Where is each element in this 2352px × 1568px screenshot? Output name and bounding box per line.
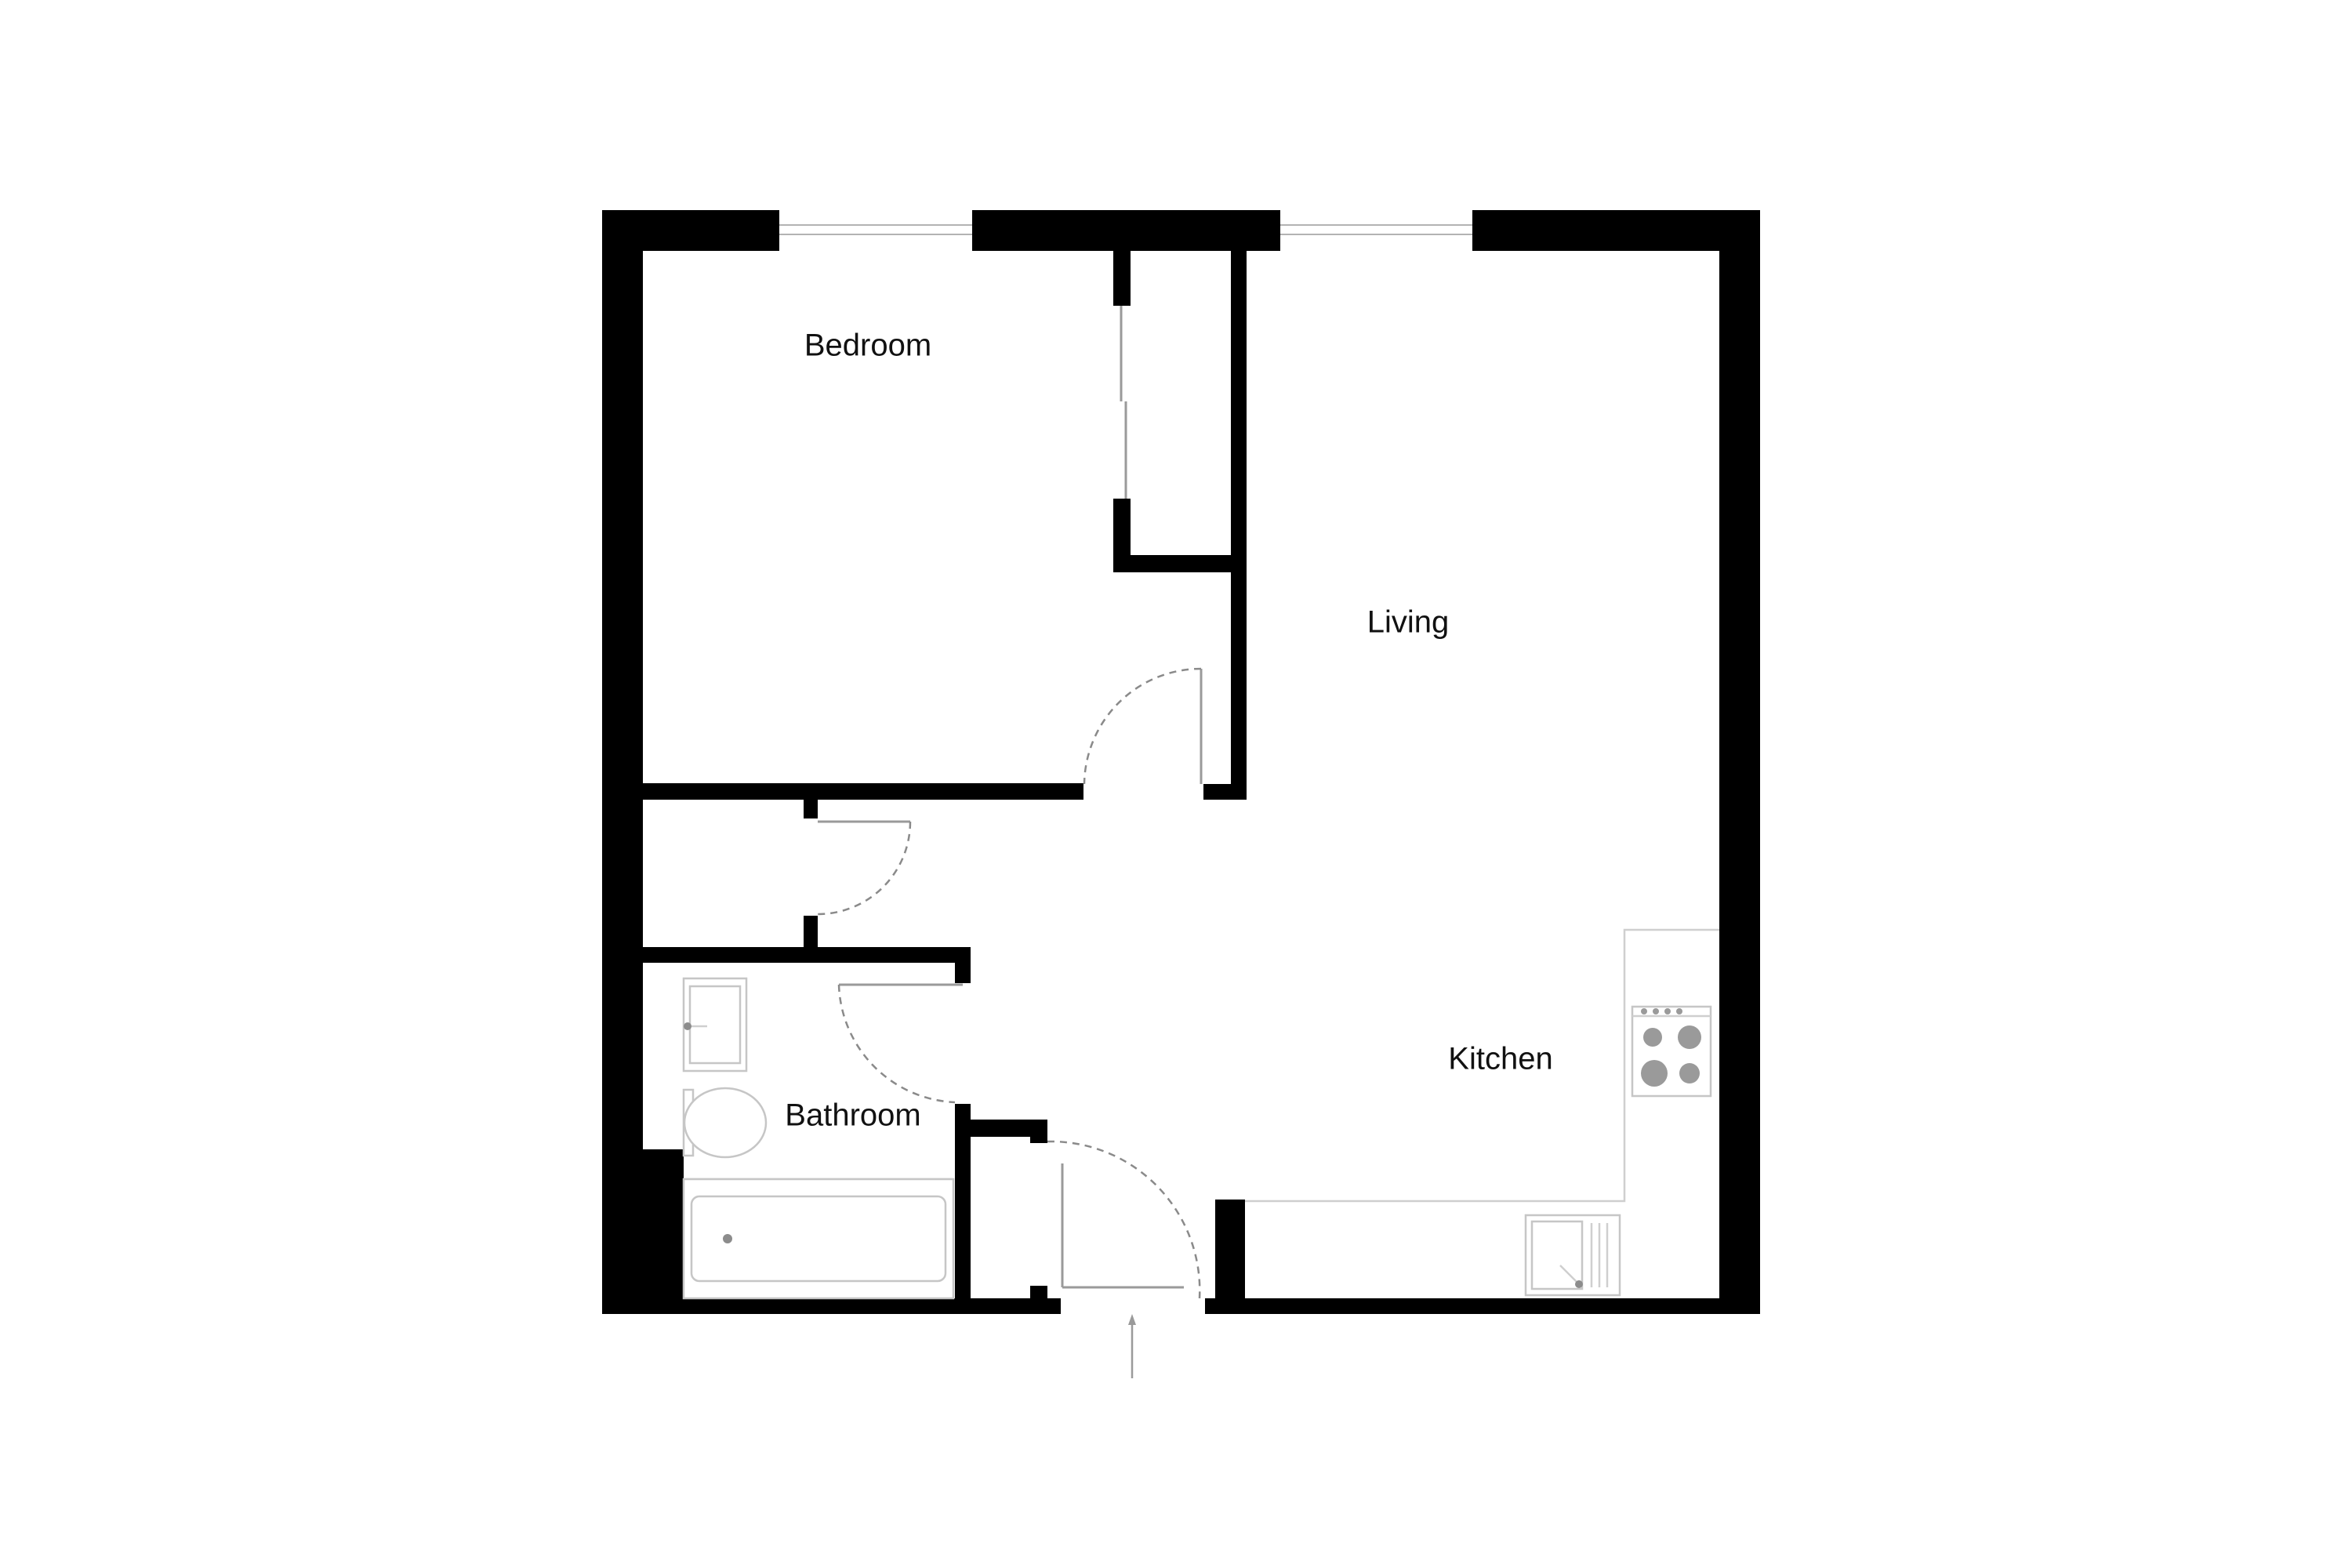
entry-door [1047,1140,1201,1299]
wardrobe-stub-bottom [1113,499,1131,572]
kitchen-counter [1245,928,1719,1203]
cooktop [1631,1005,1712,1098]
entry-hinge-block [1030,1286,1047,1298]
bottom-wall-right [1205,1298,1760,1314]
wardrobe-base [1113,555,1247,572]
top-wall-right [1472,210,1760,251]
living-window [1280,224,1472,235]
bottom-wall-left [602,1298,1061,1314]
interior-walls [643,251,1247,1298]
closet-corner-post [955,947,971,983]
toilet [682,1087,768,1159]
room-label-living: Living [1367,605,1450,640]
bedroom-window [779,224,972,235]
bathtub [682,1178,955,1300]
room-label-kitchen: Kitchen [1448,1042,1552,1076]
partition-door-jamb [1203,784,1247,800]
bedroom-door [1083,667,1203,785]
wardrobe-sliding-door [1120,306,1127,499]
kitchen-stub-wall [1215,1200,1245,1298]
windows [779,224,1472,235]
room-label-bathroom: Bathroom [785,1098,920,1133]
bathroom-entry-wall [955,1104,971,1298]
wardrobe-stub-top [1113,251,1131,306]
entrance-arrow [1128,1314,1136,1378]
closet-bottom-wall [643,947,971,963]
bedroom-living-partition [1231,251,1247,800]
left-wall [602,210,643,1314]
exterior-walls [602,210,1760,1314]
bathroom-sink [682,977,748,1073]
closet-jamb-top [804,800,818,818]
top-wall-middle [972,210,1280,251]
entry-stub-top [955,1120,1047,1137]
room-label-bedroom: Bedroom [804,328,931,363]
kitchen-sink [1524,1214,1621,1297]
kitchen-fixtures [1245,928,1719,1297]
closet-jamb-bottom [804,916,818,949]
bathroom-door [837,983,963,1104]
doors [817,306,1203,1299]
right-wall [1719,210,1760,1314]
bathroom-fixtures [682,977,955,1300]
entry-stub-post [1030,1120,1047,1143]
bedroom-bottom-wall [643,783,1083,800]
closet-door [817,820,912,916]
left-wall-thick-base [602,1149,684,1314]
